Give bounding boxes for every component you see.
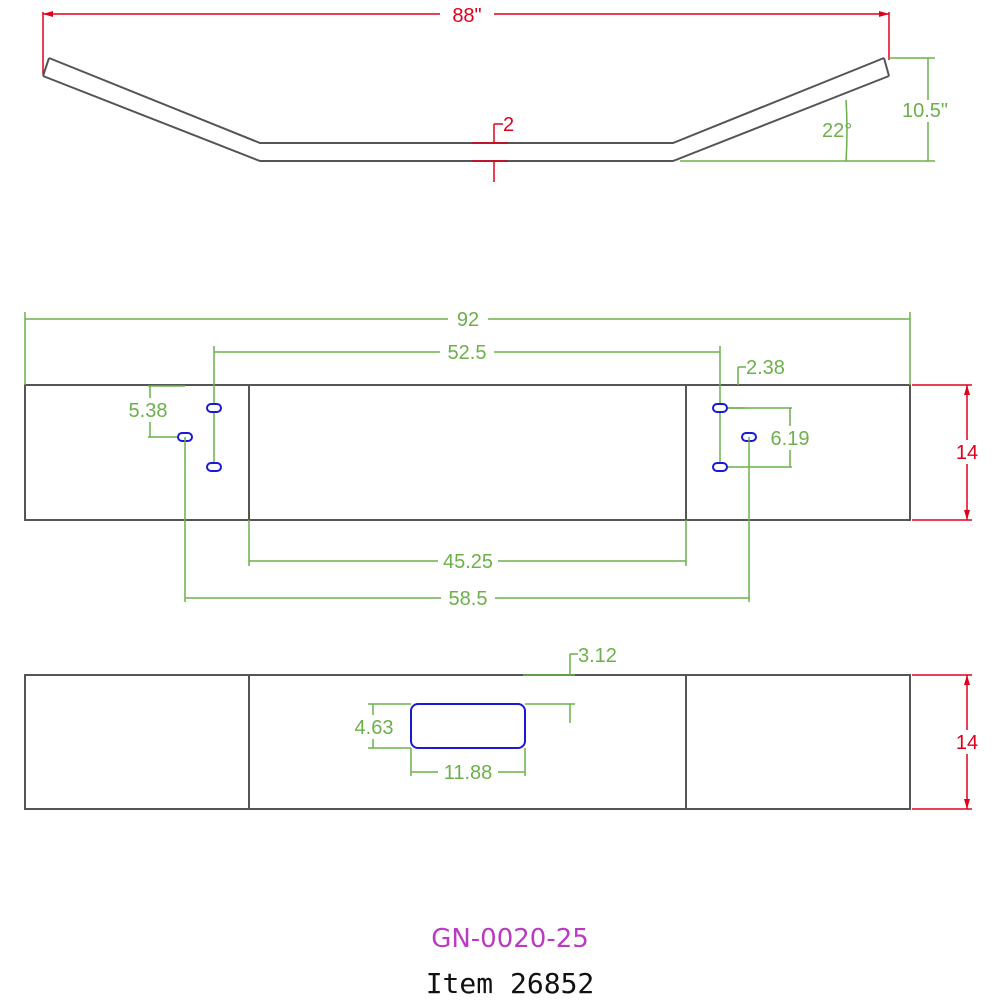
top-height-label: 14 — [956, 442, 978, 464]
top-outline — [24, 384, 911, 521]
dimension-front-height: 14 — [912, 674, 981, 810]
side-profile-bottom-edge — [42, 75, 890, 162]
side-angle-label: 22° — [822, 120, 852, 142]
hole-left-lower — [206, 462, 222, 472]
dimension-slot-offset: 3.12 — [523, 645, 617, 723]
dimension-overall-length: 92 — [24, 306, 911, 385]
dimension-vertical-left: 5.38 — [123, 385, 185, 438]
title-block: GN-0020-25 Item 26852 — [426, 924, 595, 1000]
side-right-end — [883, 57, 890, 77]
top-vertical-right-label: 6.19 — [771, 428, 810, 450]
side-view: 88" 2 22° 10.5" — [42, 4, 950, 182]
dimension-slot-width: 11.88 — [410, 748, 526, 784]
top-offset-label: 2.38 — [746, 357, 785, 379]
side-profile-top-edge — [48, 57, 885, 144]
front-outline — [24, 674, 911, 810]
mounting-holes — [177, 403, 757, 472]
top-vertical-left-label: 5.38 — [129, 400, 168, 422]
dimension-vertical-right: 6.19 — [720, 407, 815, 468]
hole-right-lower — [712, 462, 728, 472]
top-view: 92 52.5 2.38 5.38 — [24, 306, 981, 610]
front-offset-label: 3.12 — [578, 645, 617, 667]
top-spacing-upper-label: 52.5 — [448, 342, 487, 364]
front-slot-height-label: 4.63 — [355, 717, 394, 739]
dimension-hole-spacing-lower: 58.5 — [184, 437, 750, 610]
top-spacing-lower-label: 58.5 — [449, 588, 488, 610]
front-view: 3.12 4.63 11.88 14 — [24, 645, 981, 810]
dimension-hole-offset: 2.38 — [720, 357, 785, 409]
side-left-end — [42, 57, 50, 77]
dimension-slot-height: 4.63 — [348, 703, 411, 749]
top-length-label: 92 — [457, 309, 479, 331]
dimension-hole-spacing-upper: 52.5 — [213, 340, 721, 467]
top-center-label: 45.25 — [443, 551, 493, 573]
side-rise-label: 10.5" — [902, 100, 948, 122]
side-thickness-label: 2 — [503, 114, 514, 136]
hole-left-upper — [206, 403, 222, 413]
dimension-center-section: 45.25 — [248, 520, 687, 573]
dimension-angle: 22° 10.5" — [680, 57, 950, 162]
part-number: GN-0020-25 — [431, 924, 589, 954]
front-height-label: 14 — [956, 732, 978, 754]
dimension-thickness: 2 — [472, 114, 514, 182]
dimension-top-height: 14 — [912, 384, 981, 521]
rectangular-slot — [410, 703, 526, 749]
hole-right-upper — [712, 403, 728, 413]
dimension-overall-width: 88" — [42, 4, 890, 74]
front-slot-width-label: 11.88 — [444, 762, 493, 784]
side-width-label: 88" — [452, 5, 481, 27]
item-number: Item 26852 — [426, 967, 595, 1000]
